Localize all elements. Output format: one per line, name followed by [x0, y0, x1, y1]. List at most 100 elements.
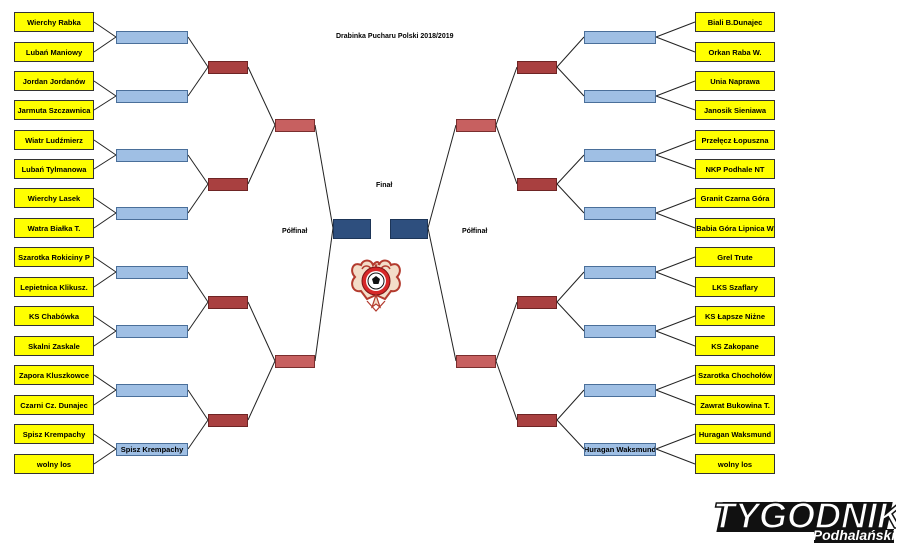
- semifinal-right-label: Półfinał: [462, 228, 488, 235]
- semifinal-left-label: Półfinał: [282, 228, 308, 235]
- left-round1-team: Watra Białka T.: [14, 218, 94, 238]
- left-round2-slot: Spisz Krempachy: [116, 443, 188, 456]
- right-round1-team: NKP Podhale NT: [695, 159, 775, 179]
- connector-line: [93, 448, 117, 465]
- connector-line: [187, 36, 209, 68]
- left-round3-slot: [208, 178, 248, 191]
- left-round2-slot: [116, 149, 188, 162]
- connector-line: [655, 154, 696, 170]
- connector-line: [187, 183, 209, 214]
- left-round2-slot: [116, 31, 188, 44]
- final-slot-left: [333, 219, 371, 239]
- connector-line: [187, 419, 209, 450]
- connector-line: [556, 183, 585, 214]
- svg-text:★: ★: [374, 263, 379, 269]
- left-round2-slot: [116, 266, 188, 279]
- connector-line: [655, 389, 696, 406]
- connector-line: [93, 271, 117, 288]
- connector-line: [495, 124, 518, 185]
- connector-line: [556, 36, 585, 68]
- connector-line: [93, 36, 117, 53]
- connector-line: [187, 271, 209, 303]
- left-round1-team: Spisz Krempachy: [14, 424, 94, 444]
- right-semifinal-slot: [456, 355, 496, 368]
- connector-line: [187, 154, 209, 185]
- connector-line: [93, 330, 117, 347]
- right-round2-slot: [584, 149, 656, 162]
- final-slot-right: [390, 219, 428, 239]
- connector-line: [427, 124, 457, 229]
- right-round1-team: Unia Naprawa: [695, 71, 775, 91]
- tygodnik-podhalanski-logo: TYGODNIK Podhalański: [712, 496, 896, 543]
- connector-line: [93, 139, 117, 156]
- left-round1-team: Skalni Zaskale: [14, 336, 94, 356]
- left-round1-team: Jordan Jordanów: [14, 71, 94, 91]
- right-round1-team: KS Zakopane: [695, 336, 775, 356]
- left-round1-team: Wierchy Rabka: [14, 12, 94, 32]
- left-round1-team: Lepietnica Klikusz.: [14, 277, 94, 297]
- connector-line: [556, 66, 585, 97]
- connector-line: [247, 301, 276, 362]
- right-round2-slot: [584, 384, 656, 397]
- right-round1-team: Janosik Sieniawa: [695, 100, 775, 120]
- right-round1-team: Biali B.Dunajec: [695, 12, 775, 32]
- football-club-crest-logo: ★: [351, 259, 401, 312]
- connector-line: [314, 227, 334, 362]
- connector-line: [314, 124, 334, 229]
- connector-line: [247, 360, 276, 421]
- connector-line: [655, 21, 696, 38]
- left-round2-slot: [116, 384, 188, 397]
- connector-line: [655, 36, 696, 53]
- right-round2-slot: [584, 90, 656, 103]
- connector-line: [655, 374, 696, 391]
- left-round3-slot: [208, 61, 248, 74]
- left-round3-slot: [208, 414, 248, 427]
- connector-line: [556, 154, 585, 185]
- right-round3-slot: [517, 178, 557, 191]
- right-semifinal-slot: [456, 119, 496, 132]
- diagram-title: Drabinka Pucharu Polski 2018/2019: [336, 33, 454, 40]
- connector-line: [93, 80, 117, 97]
- right-round1-team: Huragan Waksmund: [695, 424, 775, 444]
- left-round1-team: KS Chabówka: [14, 306, 94, 326]
- connector-line: [93, 154, 117, 170]
- final-label: Finał: [376, 182, 393, 189]
- connector-line: [655, 197, 696, 214]
- watermark-sub-text: Podhalański: [813, 527, 896, 543]
- connector-line: [187, 389, 209, 421]
- right-round1-team: Grel Trute: [695, 247, 775, 267]
- connector-line: [93, 433, 117, 450]
- connector-line: [556, 301, 585, 332]
- right-round1-team: KS Łapsze Niżne: [695, 306, 775, 326]
- left-round1-team: Szarotka Rokiciny P: [14, 247, 94, 267]
- connector-line: [655, 330, 696, 347]
- connector-line: [495, 301, 518, 362]
- connector-line: [93, 374, 117, 391]
- right-round2-slot: [584, 325, 656, 338]
- left-round1-team: Wierchy Lasek: [14, 188, 94, 208]
- connector-line: [93, 389, 117, 406]
- connector-line: [93, 21, 117, 38]
- connector-line: [655, 95, 696, 111]
- connector-line: [556, 389, 585, 421]
- connector-line: [655, 212, 696, 229]
- connector-line: [427, 227, 457, 362]
- left-round1-team: Wiatr Ludźmierz: [14, 130, 94, 150]
- connector-line: [187, 301, 209, 332]
- left-round2-slot: [116, 207, 188, 220]
- left-round1-team: wolny los: [14, 454, 94, 474]
- connector-line: [495, 360, 518, 421]
- left-round3-slot: [208, 296, 248, 309]
- right-round3-slot: [517, 414, 557, 427]
- connector-line: [93, 197, 117, 214]
- left-round1-team: Czarni Cz. Dunajec: [14, 395, 94, 415]
- left-round1-team: Jarmuta Szczawnica: [14, 100, 94, 120]
- right-round3-slot: [517, 61, 557, 74]
- left-round1-team: Lubań Tylmanowa: [14, 159, 94, 179]
- left-semifinal-slot: [275, 119, 315, 132]
- left-round1-team: Lubań Maniowy: [14, 42, 94, 62]
- connector-line: [93, 256, 117, 273]
- right-round1-team: Orkan Raba W.: [695, 42, 775, 62]
